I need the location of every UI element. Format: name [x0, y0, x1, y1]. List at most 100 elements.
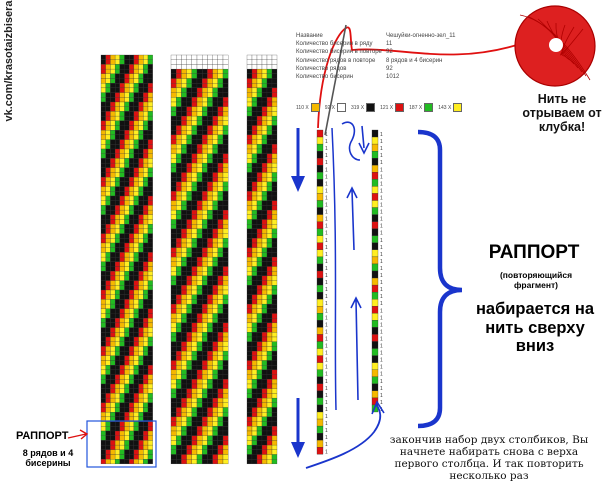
info-value: 92 — [386, 65, 393, 72]
left-rapport-sublabel: 8 рядов и 4 бисерины — [22, 448, 74, 468]
rapport-columns: 1111111111111111111111111111111111111111… — [316, 129, 383, 455]
row-number: 1 — [325, 259, 328, 265]
yarn-note: Нить не отрываем от клубка! — [522, 92, 602, 134]
row-number: 1 — [380, 188, 383, 194]
row-number: 1 — [325, 217, 328, 223]
arrow-head-2 — [291, 442, 305, 458]
rapport-action: набирается на нить сверху вниз — [475, 300, 595, 355]
info-label: Количество рядов в повторе — [296, 57, 376, 64]
info-value: 8 рядов и 4 бисерин — [386, 57, 443, 64]
arrow-small-down — [358, 125, 370, 155]
row-number: 1 — [325, 414, 328, 420]
row-number: 1 — [380, 336, 383, 342]
row-number: 1 — [380, 210, 383, 216]
row-number: 1 — [380, 294, 383, 300]
row-number: 1 — [325, 400, 328, 406]
row-number: 1 — [325, 351, 328, 357]
bead-strip — [100, 54, 153, 465]
row-number: 1 — [380, 181, 383, 187]
rapport-column: 1111111111111111111111111111111111111111… — [316, 129, 328, 455]
row-number: 1 — [325, 442, 328, 448]
row-number: 1 — [380, 160, 383, 166]
rapport-subtitle: (повторяющийся фрагмент) — [499, 270, 573, 290]
bead-strip — [246, 54, 278, 465]
info-label: Количество бисерин в повторе — [296, 49, 382, 56]
row-number: 1 — [380, 351, 383, 357]
legend-item: 187 X — [409, 103, 434, 112]
rapport-title: РАППОРТ — [488, 242, 580, 263]
info-label: Количество рядов — [296, 65, 347, 72]
row-number: 1 — [325, 146, 328, 152]
row-number: 1 — [325, 308, 328, 314]
row-number: 1 — [325, 358, 328, 364]
info-label: Количество бисерин — [296, 73, 354, 80]
row-number: 1 — [325, 372, 328, 378]
row-number: 1 — [325, 421, 328, 427]
decorations — [67, 5, 596, 469]
legend-count: 187 X — [409, 104, 423, 111]
row-number: 1 — [380, 315, 383, 321]
row-number: 1 — [325, 322, 328, 328]
row-number: 1 — [380, 231, 383, 237]
row-number: 1 — [380, 203, 383, 209]
row-number: 1 — [380, 393, 383, 399]
row-number: 1 — [380, 400, 383, 406]
row-number: 1 — [380, 238, 383, 244]
row-number: 1 — [325, 252, 328, 258]
legend-swatch — [366, 103, 376, 112]
row-number: 1 — [380, 153, 383, 159]
legend-item: 121 X — [380, 103, 405, 112]
row-number: 1 — [325, 393, 328, 399]
legend-count: 92 X — [324, 104, 335, 111]
row-number: 1 — [325, 329, 328, 335]
red-arrow — [67, 429, 89, 440]
row-number: 1 — [325, 160, 328, 166]
legend-count: 110 X — [296, 104, 309, 111]
info-label: Название — [296, 33, 323, 39]
row-number: 1 — [325, 428, 328, 434]
legend-swatch — [453, 103, 463, 112]
legend-item: 92 X — [325, 103, 346, 112]
yarn-strand — [560, 28, 584, 56]
row-number: 1 — [325, 139, 328, 145]
row-number: 1 — [325, 386, 328, 392]
row-number: 1 — [325, 238, 328, 244]
row-number: 1 — [380, 344, 383, 350]
row-number: 1 — [380, 273, 383, 279]
row-number: 1 — [325, 153, 328, 159]
arrow-head-1 — [291, 176, 305, 192]
row-number: 1 — [380, 308, 383, 314]
row-number: 1 — [325, 407, 328, 413]
curly-brace — [417, 129, 463, 429]
row-number: 1 — [380, 287, 383, 293]
row-number: 1 — [325, 210, 328, 216]
row-number: 1 — [380, 365, 383, 371]
row-number: 1 — [380, 224, 383, 230]
row-number: 1 — [325, 273, 328, 279]
yarn-strand — [561, 26, 575, 57]
row-number: 1 — [380, 132, 383, 138]
row-number: 1 — [325, 231, 328, 237]
row-number: 1 — [380, 252, 383, 258]
legend-count: 143 X — [438, 104, 452, 111]
row-number: 1 — [380, 146, 383, 152]
row-number: 1 — [325, 195, 328, 201]
info-row: Количество рядов в повторе 8 рядов и 4 би… — [296, 57, 486, 65]
row-number: 1 — [380, 301, 383, 307]
row-number: 1 — [380, 386, 383, 392]
row-number: 1 — [380, 358, 383, 364]
row-number: 1 — [325, 336, 328, 342]
info-label: Количество бисерин в ряду — [296, 41, 373, 48]
row-number: 1 — [380, 266, 383, 272]
needle — [324, 24, 347, 136]
info-row: Количество рядов 92 — [296, 65, 486, 73]
legend-swatch — [337, 103, 346, 112]
row-number: 1 — [325, 245, 328, 251]
info-value: 11 — [386, 41, 393, 48]
row-number: 1 — [325, 379, 328, 385]
